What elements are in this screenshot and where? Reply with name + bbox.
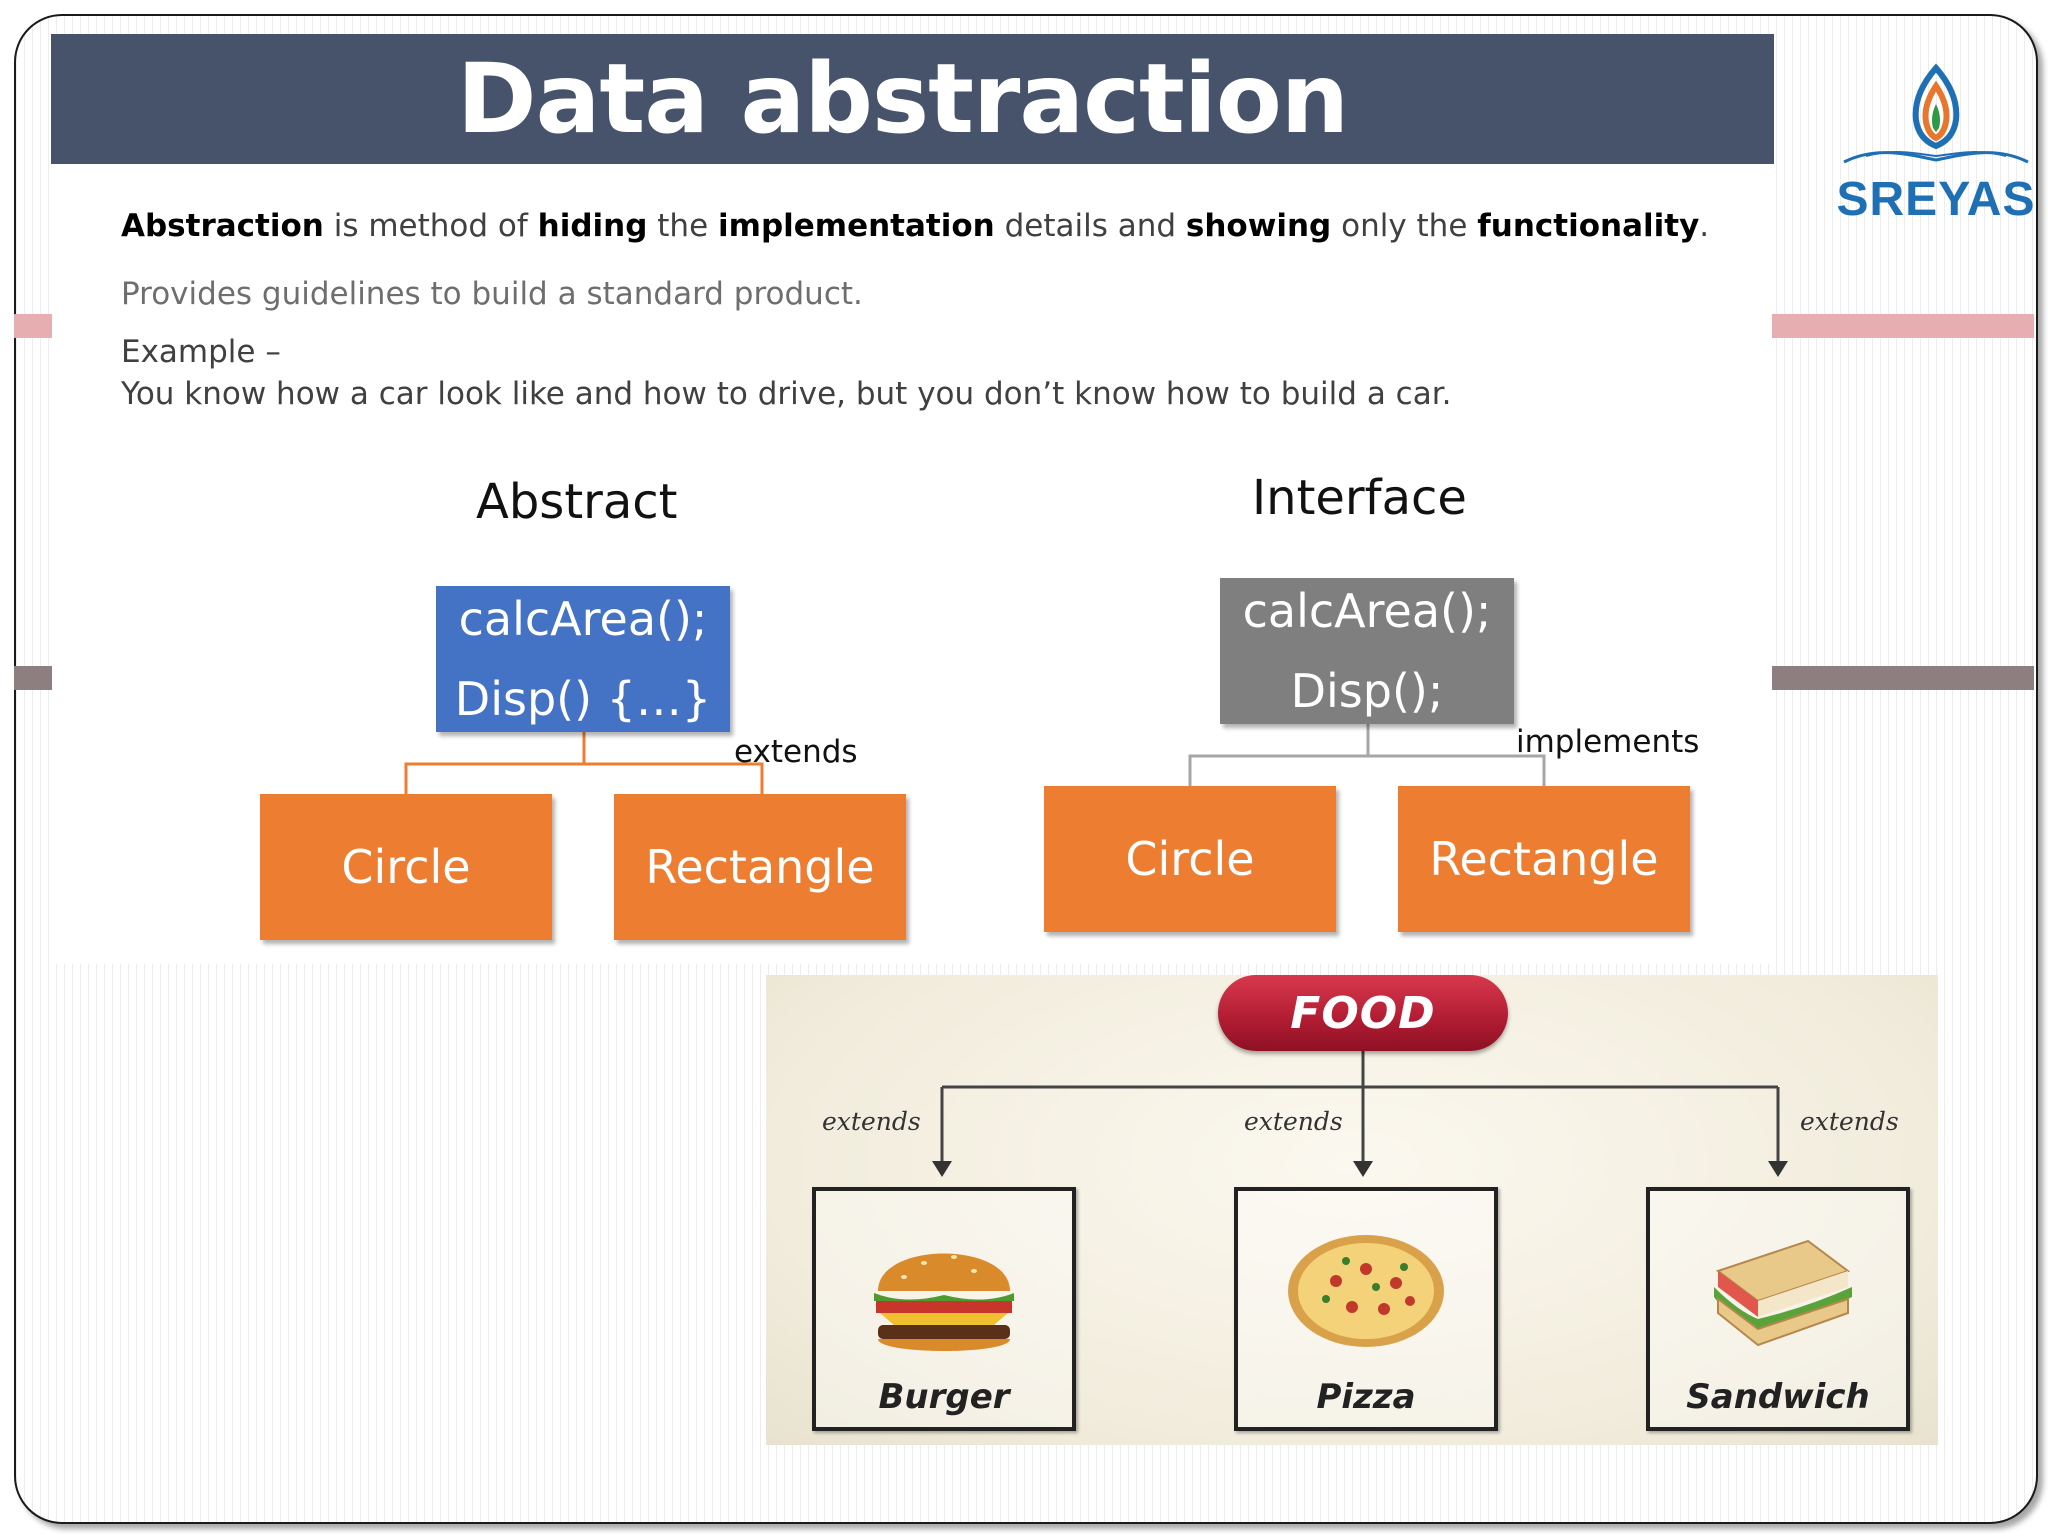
food-card-burger: Burger xyxy=(812,1187,1076,1431)
flame-emblem-icon xyxy=(1843,63,2029,164)
definition-word: only the xyxy=(1331,208,1478,244)
sandwich-label: Sandwich xyxy=(1686,1377,1870,1417)
interface-child-rectangle: Rectangle xyxy=(1398,786,1690,932)
pizza-icon xyxy=(1288,1235,1444,1347)
definition-word: is method of xyxy=(323,208,538,244)
abstract-method-2: Disp() {…} xyxy=(454,672,712,726)
abstract-child-circle: Circle xyxy=(260,794,552,940)
interface-method-2: Disp(); xyxy=(1290,664,1444,718)
food-extends-left: extends xyxy=(822,1107,921,1136)
definition-word: showing xyxy=(1185,208,1332,244)
burger-icon xyxy=(874,1253,1014,1351)
example-label: Example – xyxy=(121,334,281,370)
definition-word: functionality xyxy=(1477,208,1700,244)
left-gray-stripe xyxy=(14,666,52,690)
interface-box: calcArea(); Disp(); xyxy=(1220,578,1514,724)
food-extends-right: extends xyxy=(1800,1107,1899,1136)
abstract-connector xyxy=(404,728,586,794)
food-badge: FOOD xyxy=(1218,975,1508,1051)
left-pink-stripe xyxy=(14,314,52,338)
example-text: You know how a car look like and how to … xyxy=(121,376,1452,412)
definition-word: the xyxy=(647,208,719,244)
definition-text: Abstraction is method of hiding the impl… xyxy=(121,208,1709,244)
pizza-label: Pizza xyxy=(1316,1377,1416,1417)
logo-text: SREYAS xyxy=(1836,173,2036,226)
right-gray-stripe xyxy=(1772,666,2034,690)
right-pink-stripe xyxy=(1772,314,2034,338)
abstract-child-rectangle: Rectangle xyxy=(614,794,906,940)
food-extends-middle: extends xyxy=(1244,1107,1343,1136)
interface-connector xyxy=(1368,754,1546,786)
sandwich-icon xyxy=(1714,1239,1852,1347)
food-badge-label: FOOD xyxy=(1290,987,1436,1039)
abstract-class-box: calcArea(); Disp() {…} xyxy=(436,586,730,732)
interface-method-1: calcArea(); xyxy=(1242,584,1492,638)
burger-label: Burger xyxy=(878,1377,1010,1417)
abstract-method-1: calcArea(); xyxy=(458,592,708,646)
food-card-sandwich: Sandwich xyxy=(1646,1187,1910,1431)
interface-heading: Interface xyxy=(1252,470,1467,526)
guideline-text: Provides guidelines to build a standard … xyxy=(121,276,863,312)
abstract-connector xyxy=(584,762,764,794)
definition-word: details and xyxy=(994,208,1186,244)
interface-child-circle: Circle xyxy=(1044,786,1336,932)
food-card-pizza: Pizza xyxy=(1234,1187,1498,1431)
definition-word: . xyxy=(1699,208,1710,244)
food-arrows xyxy=(932,1051,1788,1177)
definition-word: implementation xyxy=(718,208,995,244)
interface-connector xyxy=(1188,722,1370,786)
definition-word: Abstraction xyxy=(121,208,324,244)
sreyas-logo: SREYAS xyxy=(1836,62,2036,242)
abstract-heading: Abstract xyxy=(476,474,678,530)
extends-label: extends xyxy=(734,734,858,770)
slide-title: Data abstraction xyxy=(456,43,1349,155)
title-bar: Data abstraction xyxy=(51,34,1774,164)
definition-word: hiding xyxy=(537,208,648,244)
food-diagram: FOOD extends extends extends Burger Pizz… xyxy=(766,975,1938,1445)
implements-label: implements xyxy=(1516,724,1700,760)
